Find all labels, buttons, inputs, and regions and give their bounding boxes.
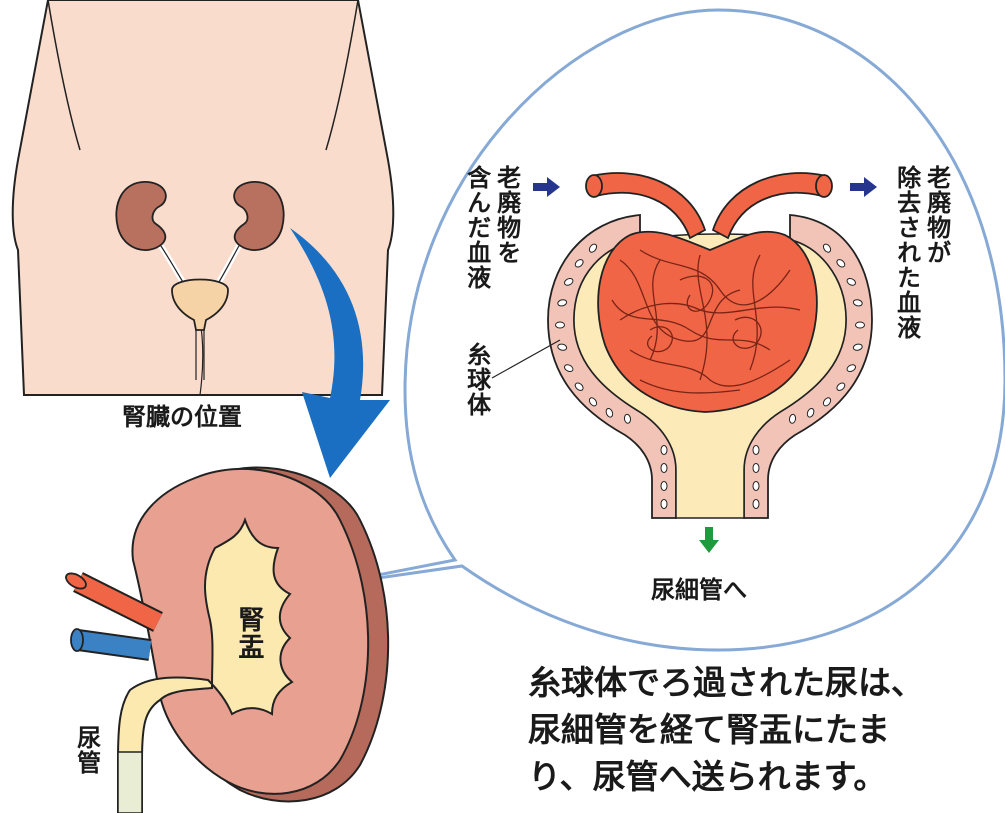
capsule-cell-nucleus — [753, 446, 759, 455]
capsule-cell-nucleus — [753, 500, 759, 509]
capsule-cell-nucleus — [661, 482, 667, 491]
capsule-cell-nucleus — [753, 482, 759, 491]
renal-vein — [71, 629, 150, 651]
afferent-opening — [586, 175, 602, 197]
capsule-cell-nucleus — [753, 464, 759, 473]
explanation-caption: 糸球体でろ過された尿は、 尿細管を経て腎盂にたま り、尿管へ送られます。 — [528, 660, 968, 801]
waste-blood-in-label-line2: 含んだ血液 — [462, 165, 490, 290]
capsule-cell-nucleus — [661, 500, 667, 509]
kidney-cross-section — [63, 467, 388, 813]
efferent-opening — [816, 175, 832, 197]
cleaned-blood-out-label-line2: 除去された血液 — [892, 165, 920, 340]
renal-pelvis-label: 腎盂 — [233, 606, 263, 660]
capsule-cell-nucleus — [661, 446, 667, 455]
cleaned-blood-out-label-line1: 老廃物が — [922, 165, 950, 265]
capsule-cell-nucleus — [856, 322, 865, 328]
caption-line-2: 尿細管を経て腎盂にたま — [528, 707, 968, 754]
capsule-cell-nucleus — [556, 322, 565, 328]
kidney-position-label: 腎臓の位置 — [122, 397, 242, 432]
caption-line-3: り、尿管へ送られます。 — [528, 754, 968, 801]
glomerulus-label: 糸球体 — [462, 342, 490, 417]
capsule-cell-nucleus — [661, 464, 667, 473]
to-tubule-label: 尿細管へ — [651, 570, 747, 605]
ureter-label: 尿管 — [72, 725, 100, 775]
ureter-large — [118, 752, 142, 813]
caption-line-1: 糸球体でろ過された尿は、 — [528, 660, 968, 707]
waste-blood-in-label-line1: 老廃物を — [492, 165, 520, 265]
